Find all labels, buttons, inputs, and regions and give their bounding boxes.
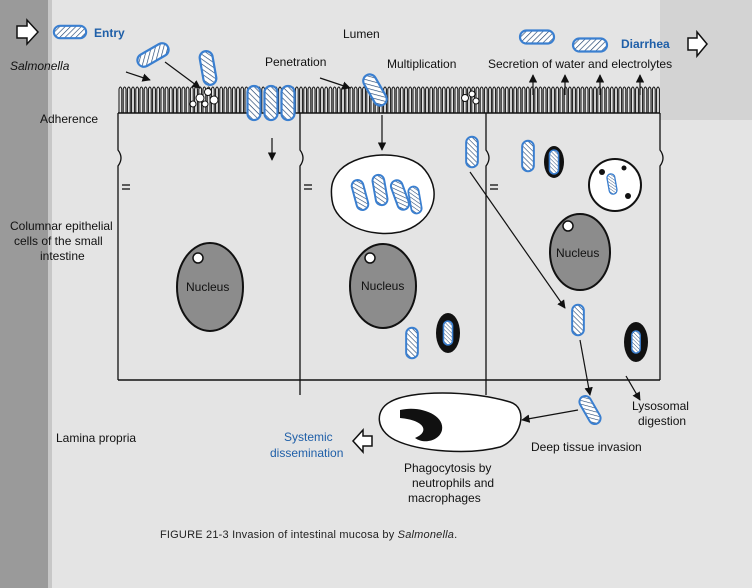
deep-tissue-label: Deep tissue invasion — [531, 440, 642, 454]
phagocytosis-label-line1: Phagocytosis by — [404, 461, 491, 475]
nucleus-label-2: Nucleus — [361, 279, 404, 293]
lumen-label: Lumen — [343, 27, 380, 41]
lysosomal-bacteria — [436, 146, 648, 362]
process-arrows — [125, 61, 645, 423]
outline-arrow-right — [687, 29, 708, 59]
nucleus-label-1: Nucleus — [186, 280, 229, 294]
secretion-label: Secretion of water and electrolytes — [488, 57, 672, 71]
nucleus-2 — [349, 243, 417, 329]
adherence-label: Adherence — [40, 112, 98, 126]
nucleus-label-3: Nucleus — [556, 246, 599, 260]
columnar-label-line1: Columnar epithelial — [10, 219, 113, 233]
entry-label: Entry — [94, 26, 125, 40]
phagocyte — [378, 392, 522, 453]
diarrhea-label: Diarrhea — [621, 37, 670, 51]
bacterium — [197, 49, 219, 87]
columnar-label-line2: cells of the small — [14, 234, 103, 248]
nucleus-3 — [549, 213, 611, 291]
multiplication-label: Multiplication — [387, 57, 456, 71]
epithelial-cells — [117, 113, 664, 395]
outline-arrow-left — [16, 18, 40, 46]
penetration-label: Penetration — [265, 55, 326, 69]
figure-caption: FIGURE 21-3 Invasion of intestinal mucos… — [160, 529, 457, 541]
membrane-vesicles — [189, 88, 480, 108]
salmonella-label: Salmonella — [10, 59, 70, 73]
columnar-label-line3: intestine — [40, 249, 85, 263]
lysosomal-vacuole — [588, 158, 642, 212]
penetrating-bacteria — [246, 84, 296, 122]
outline-arrow-systemic — [351, 428, 373, 454]
nucleus-1 — [176, 242, 244, 332]
bacterium — [133, 39, 173, 71]
multiplication-vacuole — [330, 154, 435, 235]
lysosomal-label-line2: digestion — [638, 414, 686, 428]
lamina-propria-label: Lamina propria — [56, 431, 136, 445]
systemic-label-line1: Systemic — [284, 430, 333, 444]
bacterium — [518, 29, 556, 45]
systemic-label-line2: dissemination — [270, 446, 343, 460]
bacterium — [571, 37, 609, 53]
bacterium — [52, 24, 88, 40]
brush-border — [118, 86, 660, 114]
lysosomal-label-line1: Lysosomal — [632, 399, 689, 413]
phagocytosis-label-line2: neutrophils and — [412, 476, 494, 490]
phagocytosis-label-line3: macrophages — [408, 491, 481, 505]
